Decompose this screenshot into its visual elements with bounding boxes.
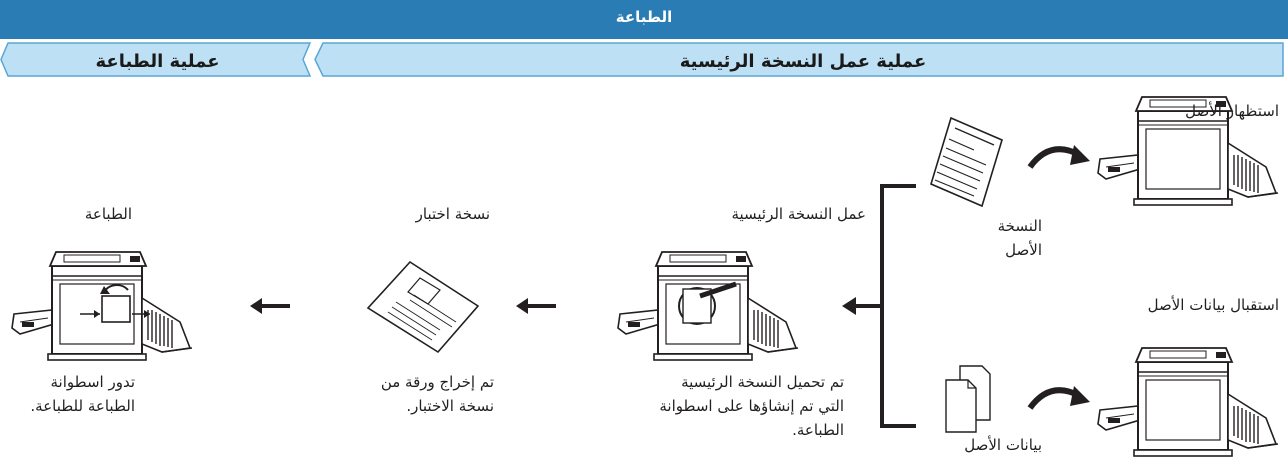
arrow-to-print-icon [248,296,292,316]
header-title: الطباعة [615,8,673,26]
curve-arrow-data-icon [1030,386,1090,408]
stage-banners: عملية عمل النسخة الرئيسية عملية الطباعة [0,42,1288,78]
original-doc-label: النسخة الأصل [998,214,1042,262]
curve-arrow-scan-icon [1030,145,1090,167]
drum-master-icon [678,281,737,325]
printing-caption-line-1: تدور اسطوانة [50,373,135,391]
stage-chevrons [0,42,1284,77]
printing-caption-line-2: الطباعة للطباعة. [30,397,135,415]
step-printing-label: الطباعة [84,205,132,223]
rotating-drum-icon [80,284,150,323]
data-files-icon [945,365,991,433]
master-caption: تم تحميل النسخة الرئيسية التي تم إنشاؤها… [659,370,844,442]
input-bracket [842,184,916,428]
stage-master-making-shape [314,42,1284,77]
master-caption-line-1: تم تحميل النسخة الرئيسية [681,373,844,391]
arrow-to-proof-icon [514,296,558,316]
step-receive-data-label: استقبال بيانات الأصل [1147,296,1279,314]
master-caption-line-2: التي تم إنشاؤها على اسطوانة [659,397,844,415]
original-data-label: بيانات الأصل [964,436,1042,454]
original-document-icon [930,116,1003,208]
step-proof-copy-label: نسخة اختبار [415,205,490,223]
stage-master-making-label: عملية عمل النسخة الرئيسية [679,51,927,72]
printer-data-icon [1097,347,1279,457]
proof-caption-line-1: تم إخراج ورقة من [380,373,494,391]
stage-printing-shape [0,42,312,77]
step-scan-original-label: استظهار الأصل [1185,102,1279,120]
proof-caption-line-2: نسخة الاختبار. [406,397,494,415]
original-doc-label-line-2: الأصل [1005,241,1042,259]
step-master-making-label: عمل النسخة الرئيسية [731,205,866,223]
header-bar: الطباعة [0,0,1288,39]
proof-caption: تم إخراج ورقة من نسخة الاختبار. [381,370,494,418]
master-caption-line-3: الطباعة. [792,421,844,439]
original-doc-label-line-1: النسخة [997,217,1042,235]
stage-printing-label: عملية الطباعة [95,51,220,72]
proof-sheet-icon [366,260,480,354]
printing-caption: تدور اسطوانة الطباعة للطباعة. [30,370,135,418]
